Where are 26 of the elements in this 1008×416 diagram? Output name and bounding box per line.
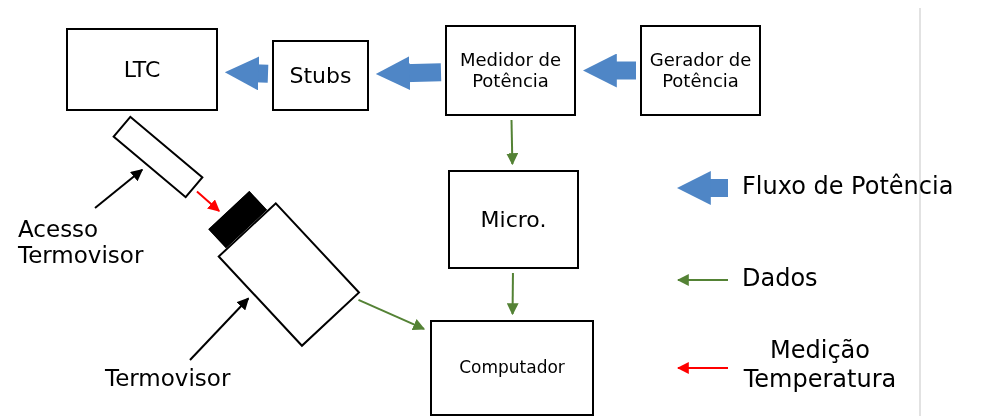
box-label: Stubs <box>289 62 352 89</box>
legend-label: Medição Temperatura <box>742 336 898 394</box>
process-box <box>430 320 594 416</box>
legend-label: Dados <box>742 264 818 292</box>
block-arrow <box>224 56 269 91</box>
box-label: Medidor de Potência <box>458 49 563 92</box>
arrow <box>357 298 426 331</box>
box-label: LTC <box>123 56 161 83</box>
callout-label: Acesso Termovisor <box>18 215 145 269</box>
arrow <box>506 272 519 316</box>
box-label: Gerador de Potência <box>648 49 753 92</box>
process-box <box>445 25 576 116</box>
block-arrow <box>375 56 442 91</box>
callout-label: Termovisor <box>105 364 231 392</box>
arrow <box>94 168 144 209</box>
process-box <box>272 40 369 111</box>
block-arrow <box>582 53 636 88</box>
legend-label: Fluxo de Potência <box>742 172 954 200</box>
process-box <box>448 170 579 269</box>
process-box <box>66 28 218 111</box>
arrow <box>506 119 519 166</box>
arrow <box>189 297 250 361</box>
process-box <box>640 25 761 116</box>
box-label: Computador <box>459 358 565 378</box>
arrow <box>195 190 221 213</box>
box-label: Micro. <box>480 206 547 233</box>
